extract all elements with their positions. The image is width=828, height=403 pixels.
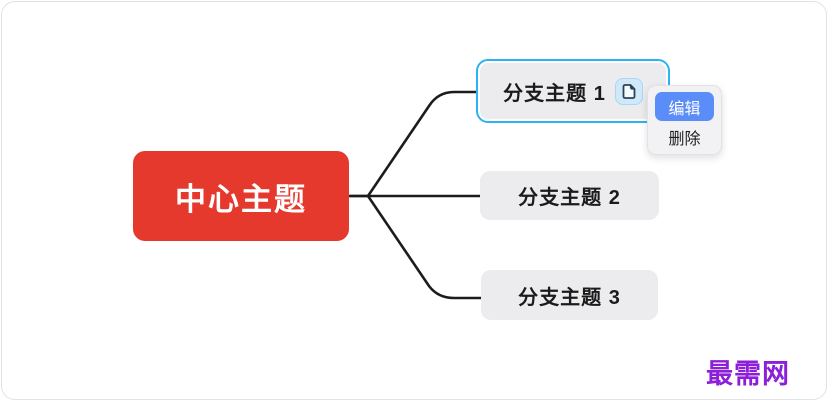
central-topic-node[interactable]: 中心主题 [133, 151, 349, 241]
branch-topic-node-1[interactable]: 分支主题 1 [480, 63, 666, 119]
note-icon [620, 82, 638, 100]
context-menu: 编辑 删除 [647, 85, 722, 155]
branch-topic-label-2: 分支主题 2 [518, 181, 621, 210]
connector-branch-3 [368, 196, 482, 298]
branch-topic-node-2[interactable]: 分支主题 2 [480, 171, 659, 220]
central-topic-label: 中心主题 [175, 174, 307, 219]
branch-topic-label-3: 分支主题 3 [518, 281, 621, 310]
selection-outline: 分支主题 1 [476, 59, 670, 123]
branch-topic-label-1: 分支主题 1 [503, 77, 606, 106]
branch-topic-node-3[interactable]: 分支主题 3 [481, 270, 658, 320]
context-menu-item-delete[interactable]: 删除 [655, 121, 714, 152]
watermark: 最需网 [706, 352, 790, 391]
note-icon-badge[interactable] [615, 78, 643, 105]
context-menu-item-edit[interactable]: 编辑 [655, 92, 714, 121]
connector-branch-1 [350, 92, 476, 196]
